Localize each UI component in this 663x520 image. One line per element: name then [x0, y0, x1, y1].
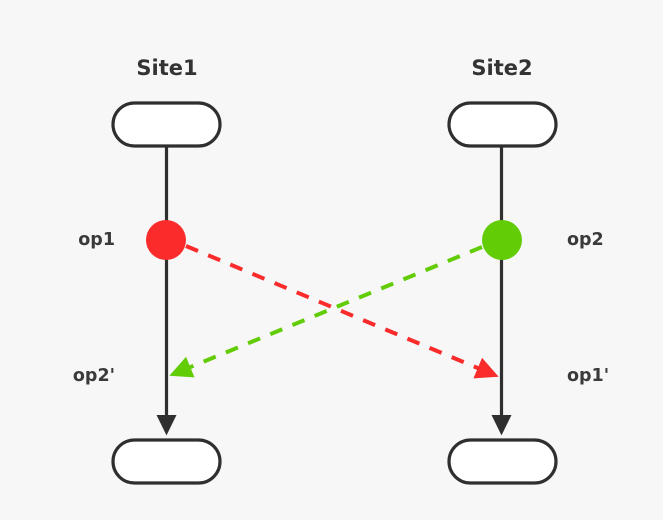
site1-group: Site1 op1 op2': [73, 56, 222, 485]
op1-transmission-edge: [185, 244, 499, 379]
op1-label: op1: [78, 230, 115, 250]
site1-top-box[interactable]: [111, 101, 222, 148]
transmission-edges: [169, 244, 499, 379]
site1-bottom-box[interactable]: [111, 438, 222, 485]
op1-prime-label: op1': [567, 366, 609, 386]
op2-label: op2: [567, 230, 604, 250]
op2-transmission-edge: [169, 245, 483, 378]
site2-bottom-box[interactable]: [447, 438, 558, 485]
op2-prime-label: op2': [73, 366, 115, 386]
site1-title: Site1: [136, 56, 197, 80]
op2-marker[interactable]: [482, 220, 522, 260]
site2-top-box[interactable]: [447, 101, 558, 148]
op1-marker[interactable]: [146, 220, 186, 260]
site2-title: Site2: [471, 56, 532, 80]
site2-group: Site2 op2 op1': [447, 56, 609, 485]
